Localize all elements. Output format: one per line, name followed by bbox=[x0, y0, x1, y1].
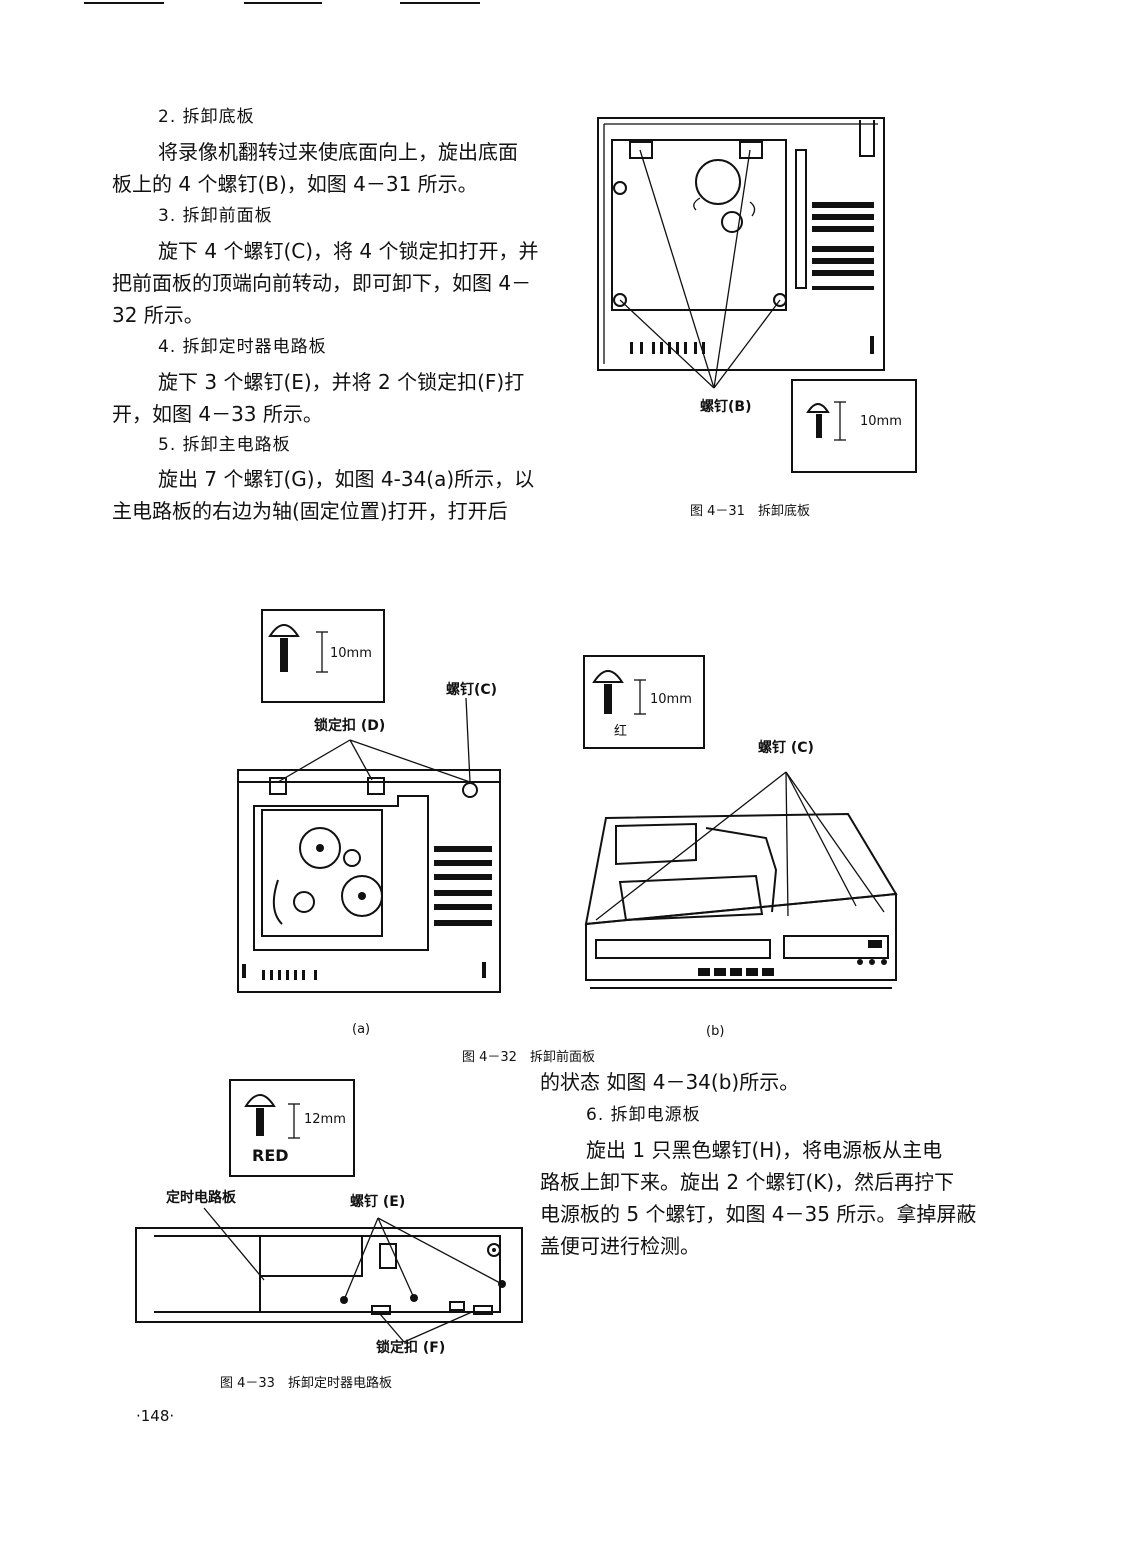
figure-label-screw-b: 螺钉(B) bbox=[700, 399, 752, 415]
subfigure-label: (a) bbox=[352, 1022, 371, 1037]
section-title: 5. 拆卸主电路板 bbox=[158, 435, 291, 455]
figure-label-lock-d: 锁定扣 (D) bbox=[314, 718, 386, 734]
body-line: 路板上卸下来。旋出 2 个螺钉(K)，然后再拧下 bbox=[540, 1170, 955, 1194]
figure-4-31-drawing bbox=[597, 117, 917, 473]
figure-label-board: 定时电路板 bbox=[166, 1190, 236, 1206]
body-line: 旋下 4 个螺钉(C)，将 4 个锁定扣打开，并 bbox=[158, 239, 539, 263]
top-rule bbox=[244, 2, 322, 4]
figure-label-lock-f: 锁定扣 (F) bbox=[376, 1340, 446, 1356]
body-line: 盖便可进行检测。 bbox=[540, 1234, 700, 1258]
color-label: 红 bbox=[614, 724, 628, 739]
body-line: 32 所示。 bbox=[112, 303, 204, 327]
dimension-label: 10mm bbox=[330, 646, 372, 661]
body-line: 电源板的 5 个螺钉，如图 4－35 所示。拿掉屏蔽 bbox=[540, 1202, 977, 1226]
body-line: 把前面板的顶端向前转动，即可卸下，如图 4－ bbox=[112, 271, 532, 295]
body-line: 板上的 4 个螺钉(B)，如图 4－31 所示。 bbox=[112, 172, 478, 196]
figure-label-screw-e: 螺钉 (E) bbox=[350, 1194, 406, 1210]
figure-4-33-drawing bbox=[135, 1079, 523, 1343]
body-line: 主电路板的右边为轴(固定位置)打开，打开后 bbox=[112, 499, 508, 523]
body-line: 旋下 3 个螺钉(E)，并将 2 个锁定扣(F)打 bbox=[158, 370, 525, 394]
body-line: 开，如图 4－33 所示。 bbox=[112, 402, 323, 426]
page-number: ·148· bbox=[136, 1407, 175, 1425]
body-line: 旋出 1 只黑色螺钉(H)，将电源板从主电 bbox=[586, 1138, 943, 1162]
dimension-label: 10mm bbox=[860, 414, 902, 429]
color-label: RED bbox=[252, 1146, 289, 1165]
top-rule bbox=[84, 2, 164, 4]
figure-4-32b-drawing bbox=[583, 655, 898, 989]
section-title: 3. 拆卸前面板 bbox=[158, 206, 273, 226]
top-rule bbox=[400, 2, 480, 4]
figure-label-screw-c: 螺钉(C) bbox=[446, 682, 498, 698]
dimension-label: 12mm bbox=[304, 1112, 346, 1127]
dimension-label: 10mm bbox=[650, 692, 692, 707]
figure-caption: 图 4－32 拆卸前面板 bbox=[462, 1050, 595, 1065]
section-title: 4. 拆卸定时器电路板 bbox=[158, 337, 327, 357]
section-title: 6. 拆卸电源板 bbox=[586, 1105, 701, 1125]
section-title: 2. 拆卸底板 bbox=[158, 107, 255, 127]
body-line: 将录像机翻转过来使底面向上，旋出底面 bbox=[158, 140, 518, 164]
figure-4-32a-drawing bbox=[237, 609, 501, 993]
subfigure-label: (b) bbox=[706, 1024, 725, 1039]
figure-caption: 图 4－31 拆卸底板 bbox=[690, 504, 810, 519]
body-line: 的状态 如图 4－34(b)所示。 bbox=[540, 1070, 800, 1094]
figure-label-screw-c: 螺钉 (C) bbox=[758, 740, 814, 756]
body-line: 旋出 7 个螺钉(G)，如图 4-34(a)所示，以 bbox=[158, 467, 535, 491]
figure-caption: 图 4－33 拆卸定时器电路板 bbox=[220, 1376, 392, 1391]
